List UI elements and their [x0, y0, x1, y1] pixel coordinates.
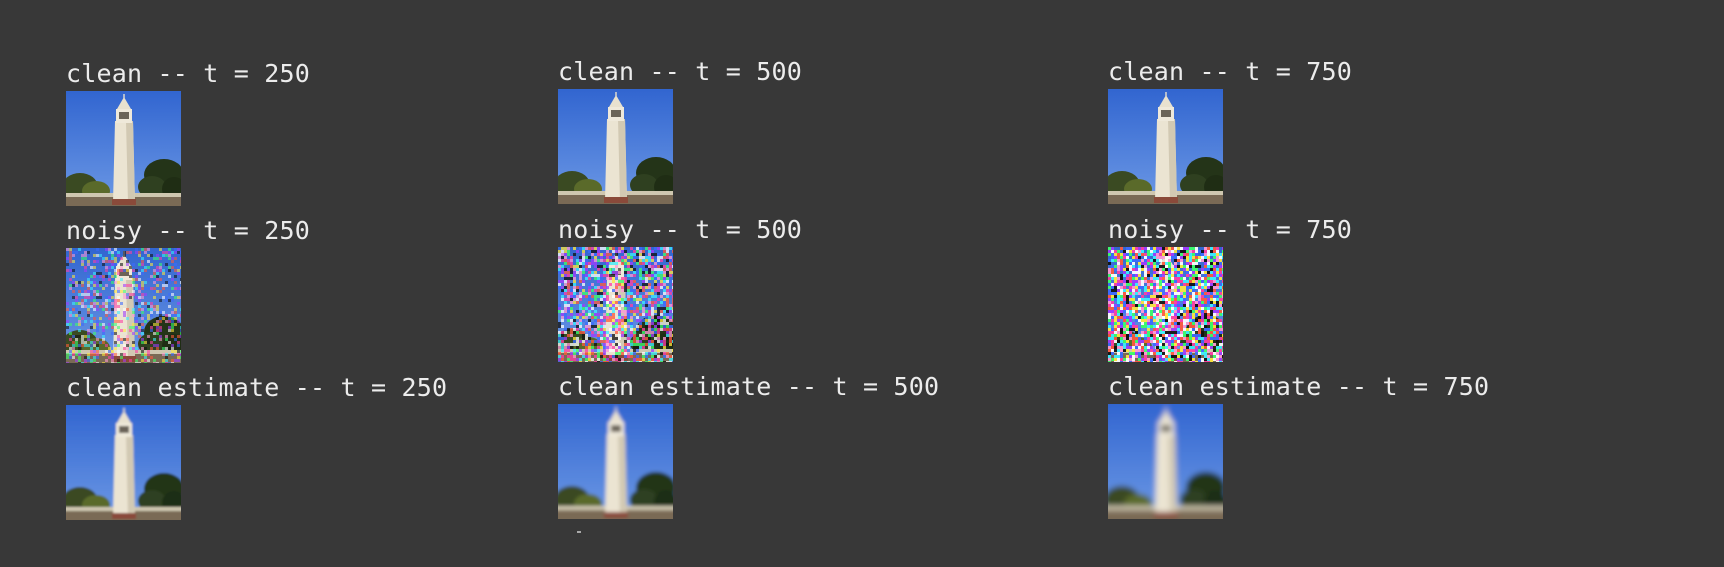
- cell-estimate-750: clean estimate -- t = 750: [1108, 373, 1489, 519]
- image-noisy-750: [1108, 247, 1223, 362]
- image-clean-500: [558, 89, 673, 204]
- image-noisy-500: [558, 247, 673, 362]
- campanile-photo: [1108, 247, 1223, 362]
- image-clean-250: [66, 91, 181, 206]
- caption-noisy-750: noisy -- t = 750: [1108, 215, 1353, 244]
- campanile-photo: [66, 248, 181, 363]
- caption-clean-750: clean -- t = 750: [1108, 57, 1353, 86]
- image-estimate-750: [1108, 404, 1223, 519]
- caption-noisy-500: noisy -- t = 500: [558, 215, 803, 244]
- caption-clean-500: clean -- t = 500: [558, 57, 803, 86]
- cell-estimate-250: clean estimate -- t = 250: [66, 374, 447, 520]
- cell-noisy-750: noisy -- t = 750: [1108, 216, 1352, 362]
- campanile-photo: [558, 404, 673, 519]
- campanile-photo: [1108, 89, 1223, 204]
- image-noisy-250: [66, 248, 181, 363]
- caption-clean-250: clean -- t = 250: [66, 59, 311, 88]
- image-estimate-500: [558, 404, 673, 519]
- campanile-photo: [1108, 404, 1223, 519]
- cell-clean-500: clean -- t = 500: [558, 58, 802, 204]
- campanile-photo: [66, 405, 181, 520]
- campanile-photo: [558, 89, 673, 204]
- campanile-photo: [66, 91, 181, 206]
- caption-estimate-500: clean estimate -- t = 500: [558, 372, 940, 401]
- image-estimate-250: [66, 405, 181, 520]
- cell-noisy-250: noisy -- t = 250: [66, 217, 310, 363]
- caption-estimate-750: clean estimate -- t = 750: [1108, 372, 1490, 401]
- cell-clean-750: clean -- t = 750: [1108, 58, 1352, 204]
- caption-noisy-250: noisy -- t = 250: [66, 216, 311, 245]
- output-scroll-mark: [577, 531, 581, 533]
- campanile-photo: [558, 247, 673, 362]
- cell-estimate-500: clean estimate -- t = 500: [558, 373, 939, 519]
- cell-noisy-500: noisy -- t = 500: [558, 216, 802, 362]
- image-clean-750: [1108, 89, 1223, 204]
- cell-clean-250: clean -- t = 250: [66, 60, 310, 206]
- caption-estimate-250: clean estimate -- t = 250: [66, 373, 448, 402]
